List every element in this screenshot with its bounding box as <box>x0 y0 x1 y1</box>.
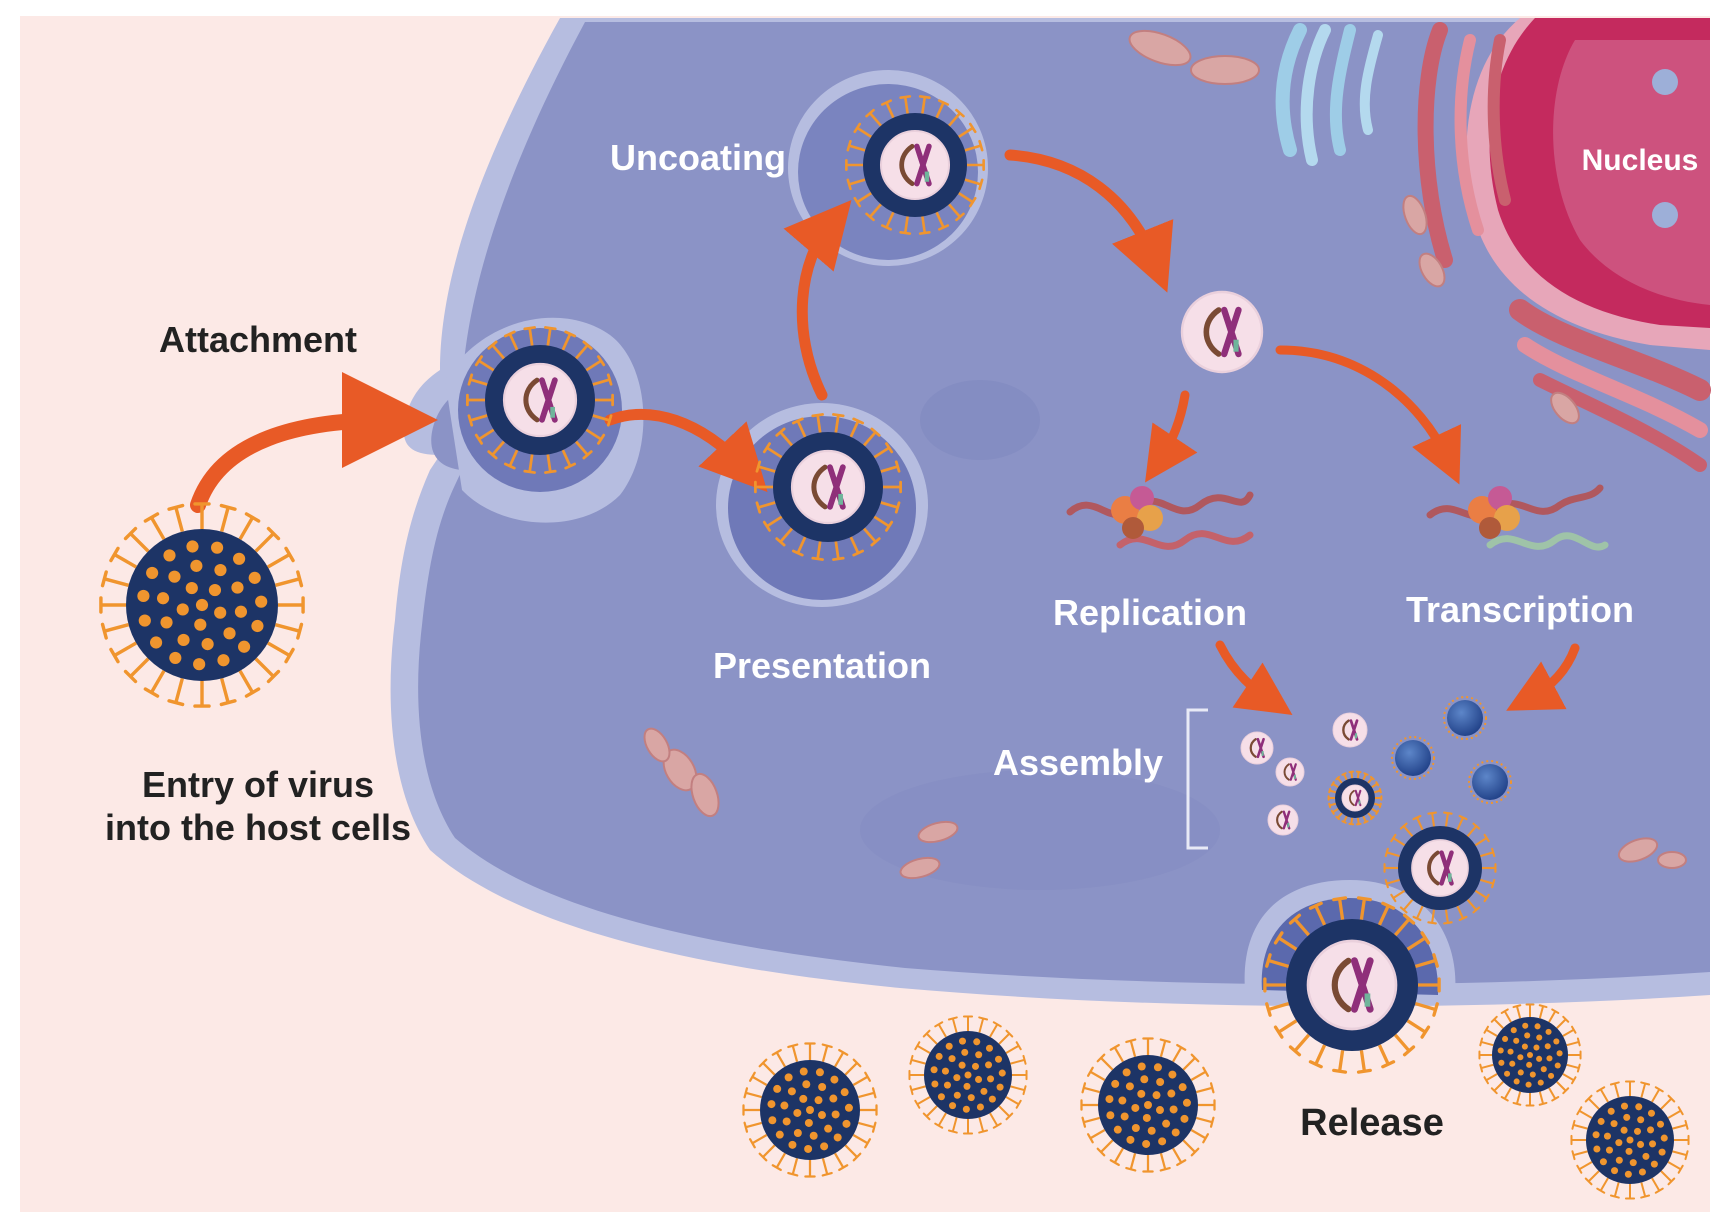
virus-particles <box>99 95 1690 1200</box>
virus-released-icon <box>1080 1037 1216 1173</box>
virus-uncoating-icon <box>845 95 985 235</box>
label-nucleus: Nucleus <box>1582 144 1699 177</box>
virus-presentation-icon <box>754 413 902 561</box>
arrow-to-transcription <box>1275 345 1462 485</box>
ribosome-icon <box>1111 486 1163 539</box>
label-attachment: Attachment <box>159 319 357 360</box>
label-entry-line2: into the host cells <box>105 807 411 848</box>
virus-released-icon <box>908 1015 1028 1135</box>
arrow-to-genome <box>1004 149 1174 293</box>
genome-icon <box>1180 290 1264 374</box>
host-cell <box>390 18 1710 1007</box>
label-replication: Replication <box>1053 592 1247 633</box>
arrow-to-uncoating <box>783 199 852 401</box>
organelles <box>643 22 1711 880</box>
virus-entry-icon <box>99 502 305 708</box>
label-presentation: Presentation <box>713 645 931 686</box>
arrow-replication-to-assembly <box>1215 640 1293 715</box>
arrows <box>190 149 1580 715</box>
assembly-virus-icon <box>1327 770 1383 826</box>
assembly-capsid-icon <box>1443 696 1487 740</box>
label-uncoating: Uncoating <box>610 137 786 178</box>
virus-released-icon <box>1570 1080 1690 1200</box>
label-assembly: Assembly <box>993 742 1163 783</box>
rna-strands <box>1066 484 1609 551</box>
arrow-to-replication <box>1145 390 1198 483</box>
assembly-bracket <box>1186 708 1208 850</box>
virus-release-icon <box>1263 896 1441 1074</box>
arrow-transcription-to-assembly <box>1506 643 1580 711</box>
label-transcription: Transcription <box>1406 589 1634 630</box>
virus-released-icon <box>1478 1003 1582 1107</box>
nucleus <box>1466 18 1710 350</box>
virus-budding-icon <box>1383 811 1497 925</box>
ribosome-icon <box>1468 486 1520 539</box>
assembly-genome-icon <box>1240 731 1274 765</box>
virus-attached-icon <box>466 326 614 474</box>
assembly-genome-icon <box>1332 712 1368 748</box>
arrow-to-presentation <box>604 408 768 493</box>
label-release: Release <box>1300 1102 1444 1144</box>
assembly-capsid-icon <box>1391 736 1435 780</box>
virus-released-icon <box>742 1042 878 1178</box>
assembly-capsid-icon <box>1468 760 1512 804</box>
assembly-genome-icon <box>1267 804 1299 836</box>
assembly-genome-icon <box>1275 757 1305 787</box>
label-entry-line1: Entry of virus <box>142 764 374 805</box>
arrow-attach <box>190 372 438 513</box>
